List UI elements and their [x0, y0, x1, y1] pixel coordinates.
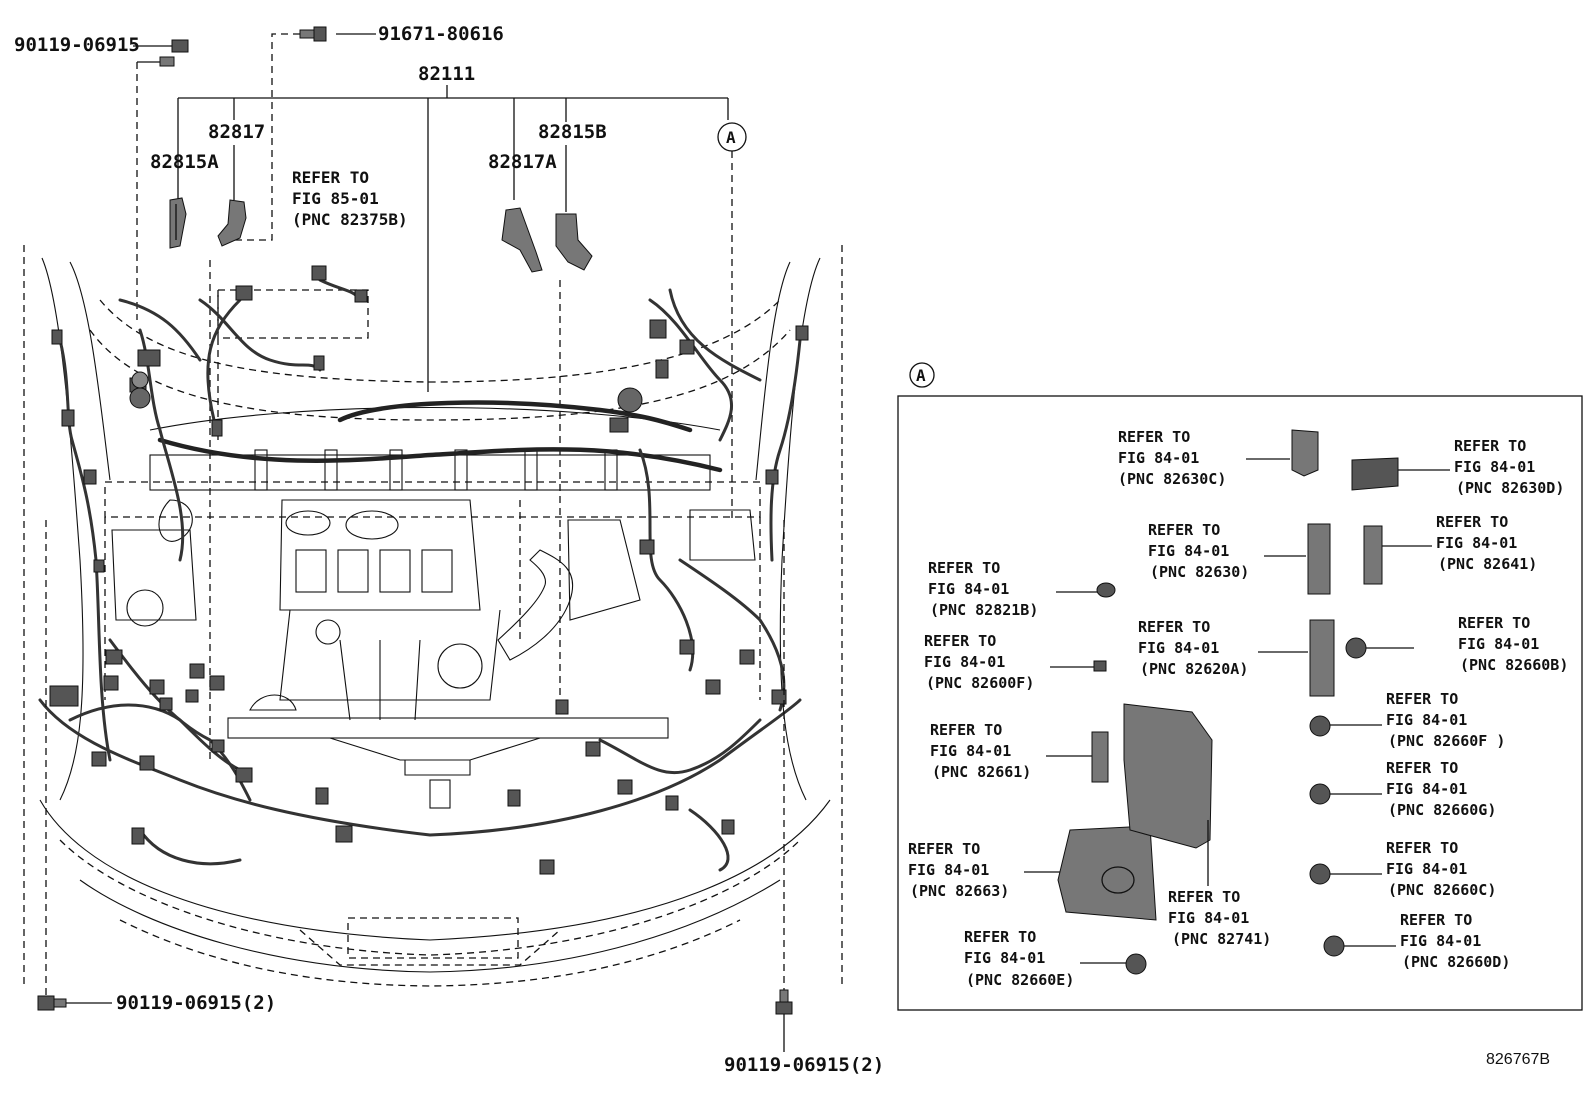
svg-text:FIG 84-01: FIG 84-01 — [1436, 534, 1517, 552]
svg-text:FIG 84-01: FIG 84-01 — [964, 949, 1045, 967]
refer-82630C: REFER TO FIG 84-01 (PNC 82630C) — [1118, 428, 1319, 488]
svg-text:FIG 84-01: FIG 84-01 — [1386, 780, 1467, 798]
label-90119-top: 90119-06915 — [14, 34, 140, 56]
refer-82660C: REFER TO FIG 84-01 (PNC 82660C) — [1309, 839, 1496, 899]
drawing-number: 826767B — [1486, 1051, 1550, 1068]
label-91671: 91671-80616 — [378, 23, 504, 45]
svg-text:(PNC 82375B): (PNC 82375B) — [292, 210, 408, 229]
svg-text:FIG 84-01: FIG 84-01 — [1168, 909, 1249, 927]
svg-text:FIG 84-01: FIG 84-01 — [924, 653, 1005, 671]
svg-text:REFER TO: REFER TO — [1386, 759, 1458, 777]
svg-text:REFER TO: REFER TO — [908, 840, 980, 858]
label-82815B: 82815B — [538, 121, 607, 143]
refer-82663: REFER TO FIG 84-01 (PNC 82663) — [908, 825, 1157, 921]
svg-text:A: A — [726, 128, 736, 147]
svg-text:REFER TO: REFER TO — [1118, 428, 1190, 446]
refer-82660E: REFER TO FIG 84-01 (PNC 82660E) — [964, 928, 1147, 989]
clamp-82817 — [217, 199, 247, 247]
svg-text:(PNC 82630D): (PNC 82630D) — [1456, 479, 1564, 497]
clamp-82817A — [501, 207, 543, 273]
svg-text:FIG 84-01: FIG 84-01 — [1138, 639, 1219, 657]
refer-82630: REFER TO FIG 84-01 (PNC 82630) — [1148, 521, 1331, 595]
svg-text:FIG 84-01: FIG 84-01 — [1386, 711, 1467, 729]
label-82815A: 82815A — [150, 151, 219, 173]
svg-text:REFER TO: REFER TO — [1436, 513, 1508, 531]
svg-text:(PNC 82630): (PNC 82630) — [1150, 563, 1249, 581]
svg-text:REFER TO: REFER TO — [1138, 618, 1210, 636]
svg-text:REFER TO: REFER TO — [1148, 521, 1220, 539]
svg-text:(PNC 82660G): (PNC 82660G) — [1388, 801, 1496, 819]
svg-text:REFER TO: REFER TO — [1454, 437, 1526, 455]
svg-text:REFER TO: REFER TO — [964, 928, 1036, 946]
clamp-82815A — [169, 197, 187, 249]
svg-text:(PNC 82741): (PNC 82741) — [1172, 930, 1271, 948]
svg-text:(PNC 82821B): (PNC 82821B) — [930, 601, 1038, 619]
svg-text:FIG 84-01: FIG 84-01 — [1400, 932, 1481, 950]
svg-text:(PNC 82620A): (PNC 82620A) — [1140, 660, 1248, 678]
svg-text:FIG 84-01: FIG 84-01 — [1458, 635, 1539, 653]
svg-text:FIG 84-01: FIG 84-01 — [1118, 449, 1199, 467]
svg-text:(PNC 82630C): (PNC 82630C) — [1118, 470, 1226, 488]
svg-text:(PNC 82660F ): (PNC 82660F ) — [1388, 732, 1505, 750]
detail-a-panel: A REFER TO FIG 84-01 (PNC 82630C) REFER … — [897, 362, 1583, 1011]
refer-82620A: REFER TO FIG 84-01 (PNC 82620A) — [1138, 618, 1335, 697]
refer-82630D: REFER TO FIG 84-01 (PNC 82630D) — [1351, 437, 1564, 497]
clamp-82815B — [555, 213, 593, 271]
svg-text:FIG 84-01: FIG 84-01 — [928, 580, 1009, 598]
label-82111: 82111 — [418, 63, 475, 85]
svg-text:REFER TO: REFER TO — [292, 168, 369, 187]
svg-text:FIG 84-01: FIG 84-01 — [1148, 542, 1229, 560]
harness-82111-leader: 82111 — [177, 63, 729, 392]
detail-a-marker: A — [916, 366, 926, 385]
svg-text:(PNC 82660E): (PNC 82660E) — [966, 971, 1074, 989]
svg-text:(PNC 82600F): (PNC 82600F) — [926, 674, 1034, 692]
svg-text:(PNC 82661): (PNC 82661) — [932, 763, 1031, 781]
svg-text:REFER TO: REFER TO — [1458, 614, 1530, 632]
svg-text:REFER TO: REFER TO — [930, 721, 1002, 739]
bolt-90119-bottom-left: 90119-06915(2) — [37, 520, 276, 1014]
refer-82660B: REFER TO FIG 84-01 (PNC 82660B) — [1345, 614, 1568, 674]
svg-text:REFER TO: REFER TO — [1400, 911, 1472, 929]
refer-fig-85-01: REFER TO FIG 85-01 (PNC 82375B) — [292, 168, 408, 229]
engine-bay-illustration — [23, 245, 843, 987]
svg-text:(PNC 82660C): (PNC 82660C) — [1388, 881, 1496, 899]
svg-text:(PNC 82663): (PNC 82663) — [910, 882, 1009, 900]
label-90119-bottom-right: 90119-06915(2) — [724, 1054, 884, 1076]
svg-text:(PNC 82660B): (PNC 82660B) — [1460, 656, 1568, 674]
refer-82660G: REFER TO FIG 84-01 (PNC 82660G) — [1309, 759, 1496, 819]
refer-82660D: REFER TO FIG 84-01 (PNC 82660D) — [1323, 911, 1510, 971]
svg-text:FIG 84-01: FIG 84-01 — [1386, 860, 1467, 878]
svg-text:REFER TO: REFER TO — [1386, 839, 1458, 857]
refer-82600F: REFER TO FIG 84-01 (PNC 82600F) — [924, 632, 1107, 692]
label-82817: 82817 — [208, 121, 265, 143]
refer-82641: REFER TO FIG 84-01 (PNC 82641) — [1363, 513, 1537, 585]
svg-text:FIG 84-01: FIG 84-01 — [930, 742, 1011, 760]
bolt-90119-top: 90119-06915 — [14, 34, 189, 320]
svg-text:FIG 84-01: FIG 84-01 — [1454, 458, 1535, 476]
refer-82741: REFER TO FIG 84-01 (PNC 82741) — [1123, 703, 1271, 948]
svg-text:FIG 85-01: FIG 85-01 — [292, 189, 379, 208]
svg-text:REFER TO: REFER TO — [928, 559, 1000, 577]
svg-text:(PNC 82641): (PNC 82641) — [1438, 555, 1537, 573]
refer-82661: REFER TO FIG 84-01 (PNC 82661) — [930, 721, 1109, 783]
bolt-91671: 91671-80616 — [232, 23, 504, 241]
svg-text:(PNC 82660D): (PNC 82660D) — [1402, 953, 1510, 971]
svg-text:FIG 84-01: FIG 84-01 — [908, 861, 989, 879]
label-90119-bottom-left: 90119-06915(2) — [116, 992, 276, 1014]
bolt-90119-bottom-right: 90119-06915(2) — [724, 520, 884, 1076]
callout-a-marker: A — [717, 122, 747, 520]
refer-82660F: REFER TO FIG 84-01 (PNC 82660F ) — [1309, 690, 1505, 750]
svg-text:REFER TO: REFER TO — [1168, 888, 1240, 906]
label-82817A: 82817A — [488, 151, 557, 173]
svg-text:REFER TO: REFER TO — [1386, 690, 1458, 708]
refer-82821B: REFER TO FIG 84-01 (PNC 82821B) — [928, 559, 1116, 619]
svg-text:REFER TO: REFER TO — [924, 632, 996, 650]
